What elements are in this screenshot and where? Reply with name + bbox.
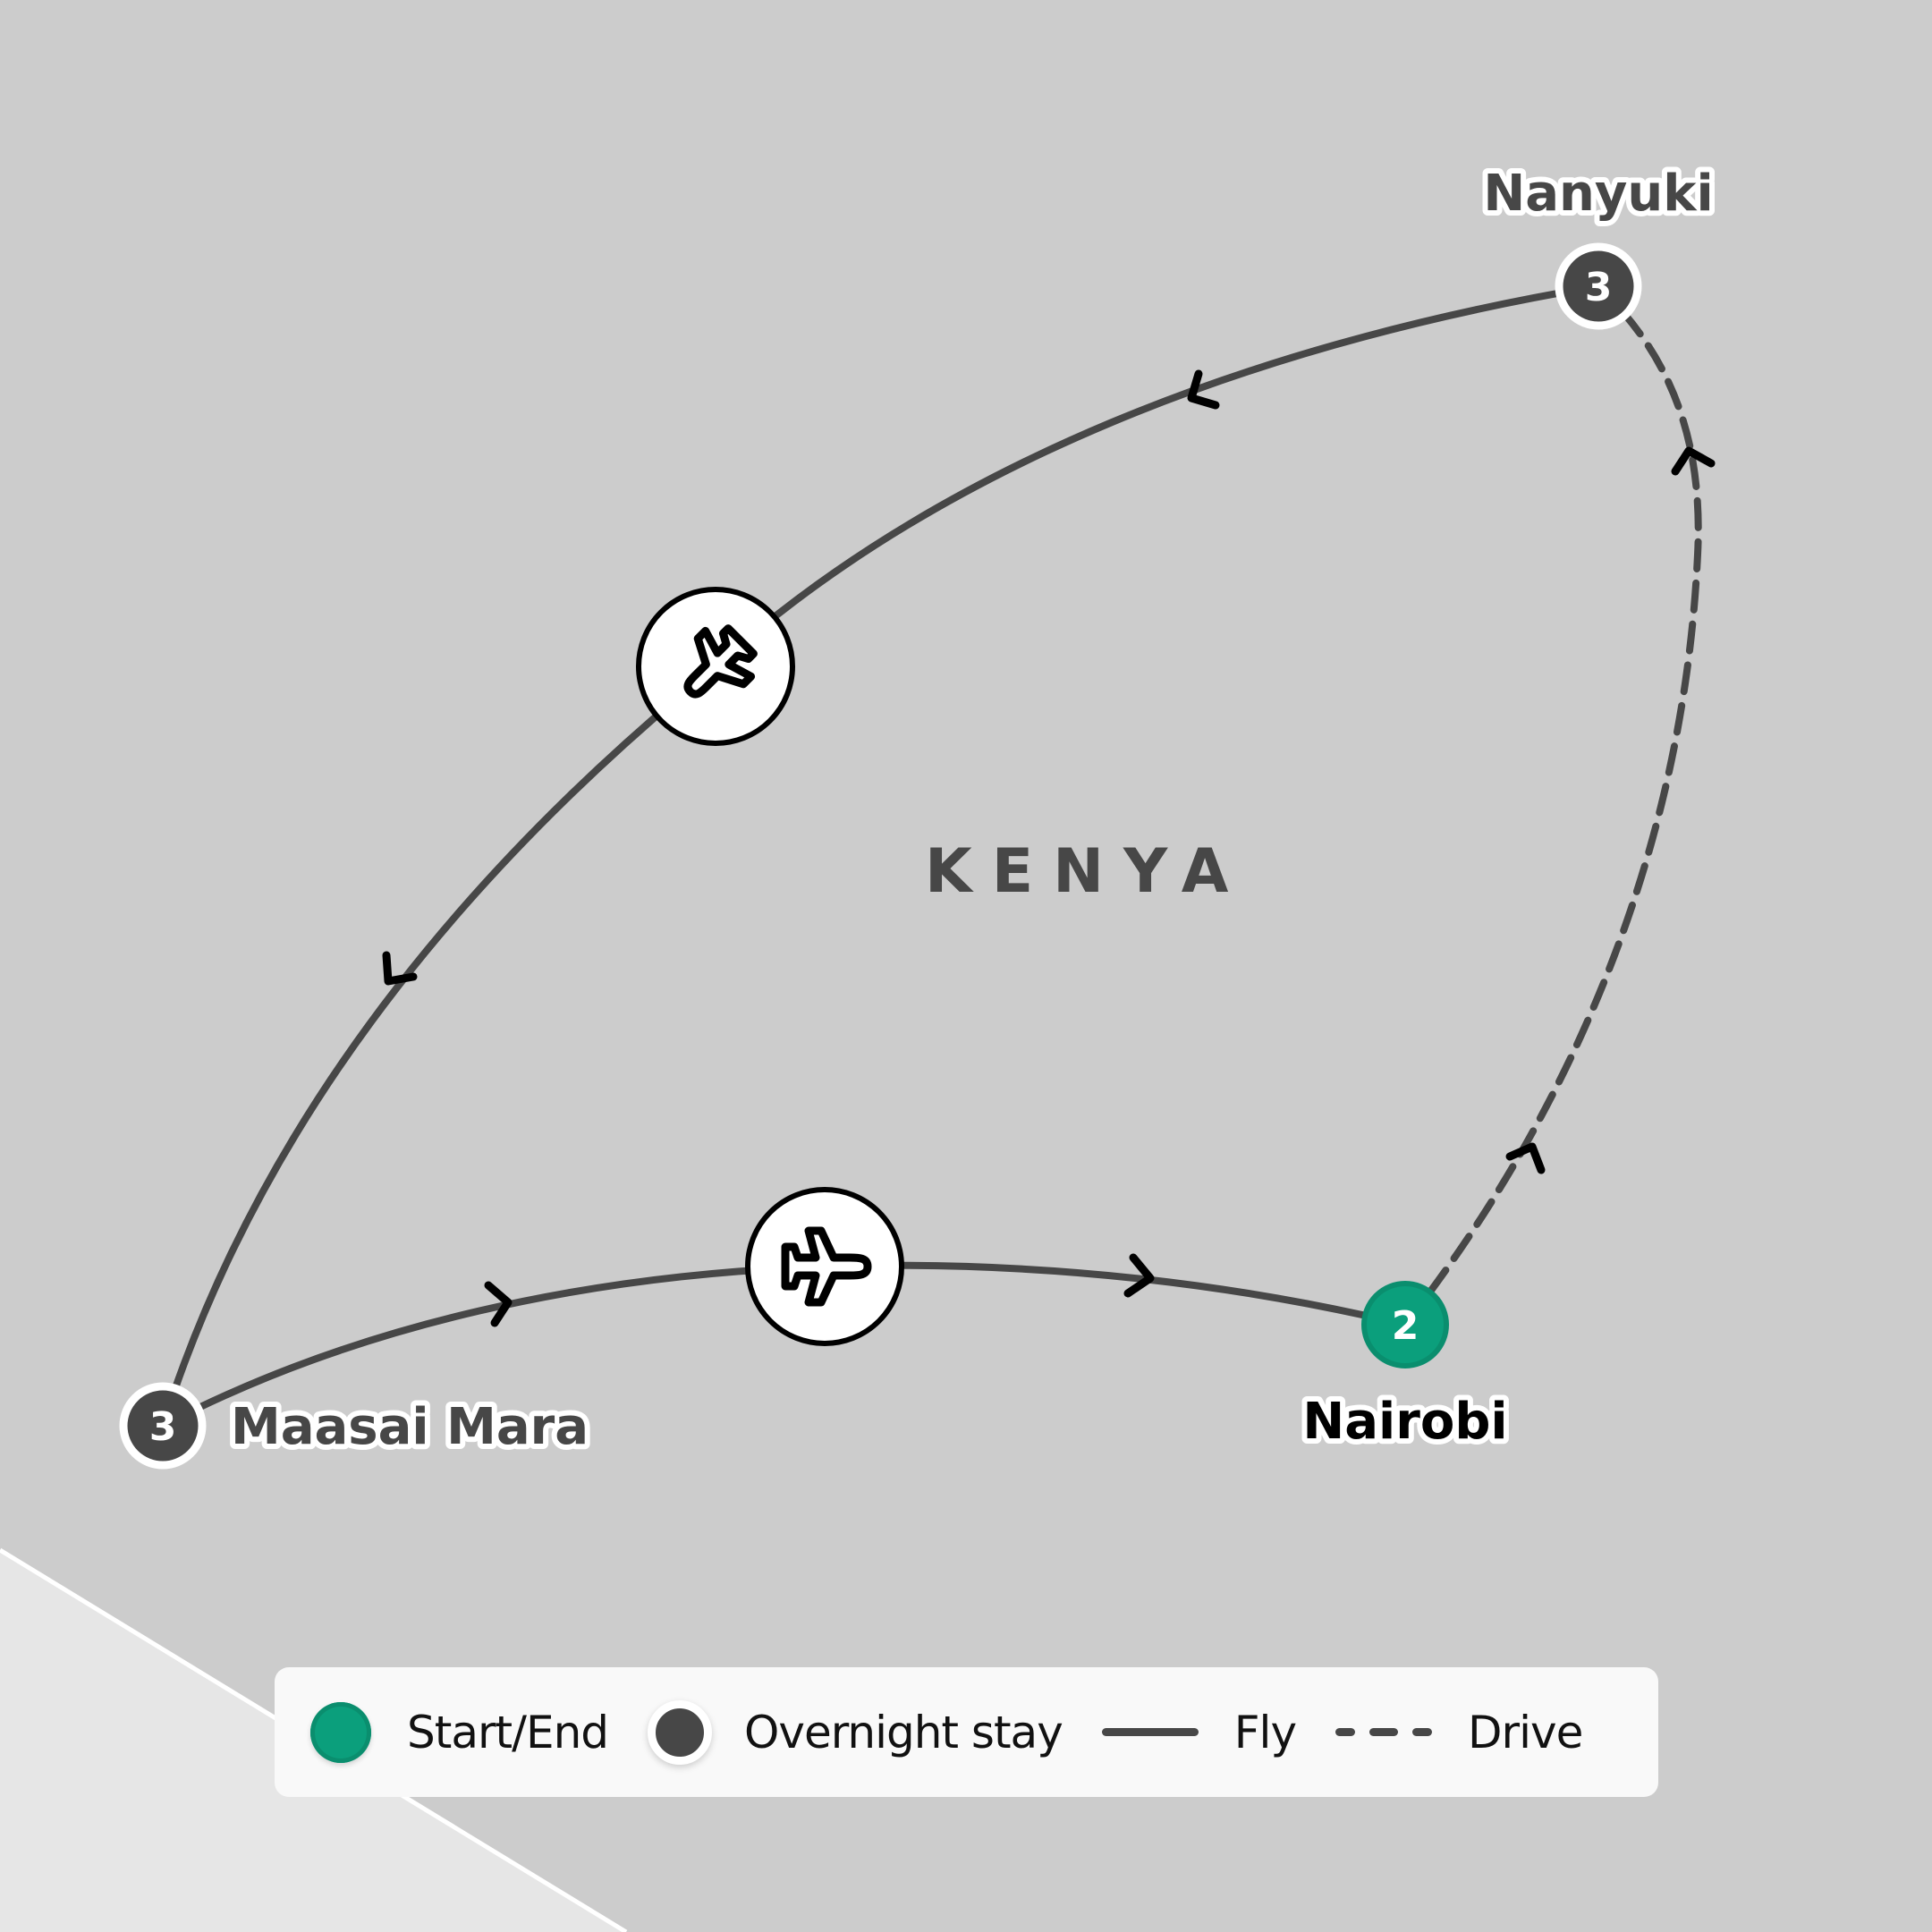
direction-arrow (484, 1281, 513, 1327)
country-label: KENYA (925, 836, 1248, 907)
route-drive-nairobi-nanyuki (1402, 283, 1702, 1328)
marker-nights: 3 (1585, 265, 1613, 310)
marker-nights: 2 (1392, 1303, 1419, 1349)
place-label-maasai-mara: Maasai Mara (231, 1398, 589, 1456)
direction-arrow (1123, 1253, 1155, 1298)
marker-nairobi[interactable]: 2 (1361, 1281, 1449, 1368)
direction-arrow (1187, 369, 1220, 410)
marker-nanyuki[interactable]: 3 (1555, 242, 1642, 330)
solid-line-icon (1101, 1728, 1199, 1736)
direction-arrow (382, 951, 418, 986)
start-end-dot-icon (310, 1701, 371, 1763)
plane-landing-icon (636, 587, 795, 746)
legend-label: Overnight stay (744, 1706, 1063, 1758)
map-legend: Start/End Overnight stay Fly Drive (275, 1667, 1658, 1797)
legend-label: Fly (1233, 1706, 1297, 1758)
marker-maasai-mara[interactable]: 3 (119, 1382, 207, 1470)
plane-icon (745, 1187, 904, 1346)
place-label-nairobi: Nairobi (1302, 1393, 1507, 1451)
legend-item-overnight: Overnight stay (648, 1699, 1063, 1765)
direction-arrow (1671, 446, 1716, 476)
legend-label: Start/End (407, 1706, 609, 1758)
legend-item-drive: Drive (1335, 1706, 1583, 1758)
legend-item-start-end: Start/End (310, 1701, 609, 1763)
marker-nights: 3 (149, 1404, 177, 1450)
overnight-dot-icon (648, 1699, 713, 1765)
legend-label: Drive (1468, 1706, 1583, 1758)
direction-arrow (1505, 1142, 1546, 1174)
place-label-nanyuki: Nanyuki (1483, 165, 1713, 223)
dashed-line-icon (1335, 1728, 1433, 1736)
legend-item-fly: Fly (1101, 1706, 1297, 1758)
